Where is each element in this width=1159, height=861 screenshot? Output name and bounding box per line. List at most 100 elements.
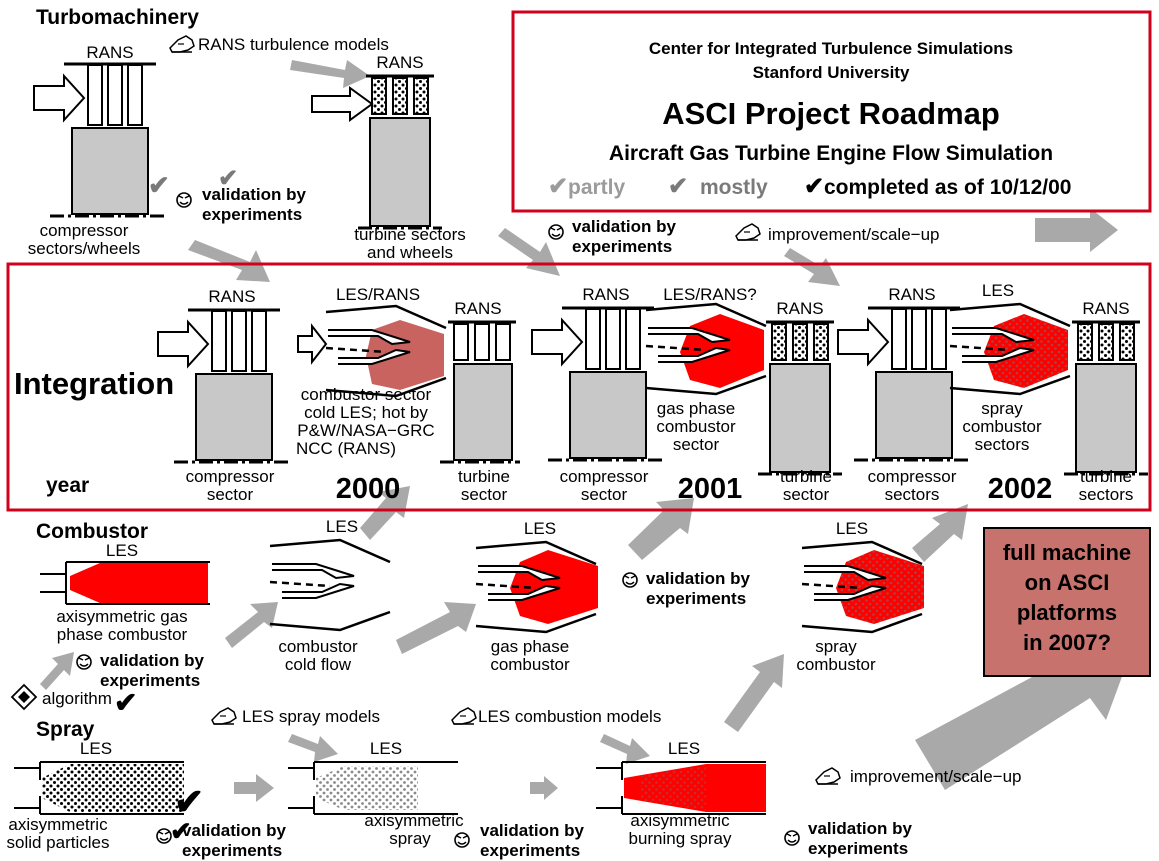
experiment-face-icon (784, 830, 800, 846)
turbine-label: turbine (1080, 467, 1132, 486)
validation-text: experiments (808, 839, 908, 858)
roadmap-title: ASCI Project Roadmap (662, 96, 1000, 131)
full-machine-text: on ASCI (1025, 570, 1110, 595)
rans-label: RANS (376, 53, 423, 72)
turbine-sector-2002 (1062, 320, 1150, 476)
check-mark-icon: ✔ (804, 173, 824, 200)
validation-text: validation by (182, 821, 286, 840)
experiment-face-icon (548, 224, 564, 240)
combustor-note: combustor (962, 417, 1042, 436)
improvement-label: improvement/scale−up (768, 225, 940, 244)
axisymmetric-spray-label: axisymmetric (364, 811, 464, 830)
validation-text: experiments (646, 589, 746, 608)
compressor-sector-2002 (836, 306, 970, 462)
validation-text: validation by (100, 651, 204, 670)
arrow-improvement-to-2002 (784, 248, 840, 286)
axisymmetric-label: axisymmetric gas (56, 607, 187, 626)
turbine-label: sectors (1079, 485, 1134, 504)
compressor-label: sectors (885, 485, 940, 504)
check-mark-icon: ✔ (174, 781, 204, 822)
check-mark-icon: ✔ (170, 816, 192, 846)
combustor-note: combustor (656, 417, 736, 436)
compressor-label: compressor (868, 467, 957, 486)
arrow-burn-to-spray (724, 654, 784, 732)
burning-spray-label: burning spray (628, 829, 732, 848)
year-2002: 2002 (988, 473, 1053, 505)
axisymmetric-spray-label: spray (389, 829, 431, 848)
turbine-label: turbine (780, 467, 832, 486)
spray-section: Spray LES ✔ axisymmetric solid particles… (7, 707, 1022, 860)
turbine-wheels-drawing (356, 74, 444, 230)
compressor-sector-2001 (530, 306, 664, 462)
rans-label: RANS (454, 299, 501, 318)
writing-hand-icon (169, 35, 195, 53)
axisymmetric-spray-fill (316, 766, 418, 810)
experiment-face-icon (454, 832, 470, 848)
university-name: Stanford University (753, 63, 910, 82)
validation-text: validation by (646, 569, 750, 588)
solid-particles-label: axisymmetric (8, 815, 108, 834)
validation-text: experiments (182, 841, 282, 860)
validation-text: validation by (808, 819, 912, 838)
turbine-label: sector (783, 485, 830, 504)
les-label: LES (80, 739, 112, 758)
check-mark-icon: ✔ (548, 173, 568, 200)
roadmap-subtitle: Aircraft Gas Turbine Engine Flow Simulat… (609, 142, 1053, 165)
axisymmetric-flame (70, 563, 208, 603)
spray-combustor-label: spray (815, 637, 857, 656)
combustor-note: NCC (RANS) (296, 439, 396, 458)
les-label: LES (106, 541, 138, 560)
validation-text: validation by (572, 217, 676, 236)
turbine-label: and wheels (367, 243, 453, 262)
arrow-right-scaleup (1035, 208, 1118, 252)
arrow-cold-to-2000 (360, 486, 410, 540)
arrow-combustion-models (600, 734, 650, 764)
les-label: LES (326, 517, 358, 536)
improvement-label: improvement/scale−up (850, 767, 1022, 786)
writing-hand-icon (815, 767, 841, 785)
turbine-label: turbine sectors (354, 225, 466, 244)
check-mark-icon: ✔ (114, 687, 137, 718)
axisymmetric-label: phase combustor (57, 625, 188, 644)
turbomachinery-heading: Turbomachinery (36, 6, 199, 29)
validation-text: experiments (480, 841, 580, 860)
check-mark-icon: ✔ (218, 165, 238, 192)
inlet-arrow (297, 323, 328, 365)
les-label: LES (370, 739, 402, 758)
combustor-note: spray (981, 399, 1023, 418)
full-machine-box: full machine on ASCI platforms in 2007? (983, 527, 1151, 677)
full-machine-text: platforms (1017, 600, 1117, 625)
turbine-label: turbine (458, 467, 510, 486)
rans-label: RANS (888, 285, 935, 304)
combustor-flame-2000 (366, 320, 444, 390)
arrow-axi-to-cold (225, 602, 278, 648)
validation-text: experiments (572, 237, 672, 256)
compressor-label: compressor (560, 467, 649, 486)
spray-combustor-label: combustor (796, 655, 876, 674)
les-spray-models-label: LES spray models (242, 707, 380, 726)
algorithm-label: algorithm (42, 689, 112, 708)
combustor-note: P&W/NASA−GRC (297, 421, 434, 440)
les-label: LES (668, 739, 700, 758)
experiment-face-icon (176, 192, 192, 208)
integration-section: Integration year RANS LES/RANS RANS comb… (6, 262, 1152, 512)
check-mark-icon: ✔ (148, 170, 170, 200)
arrow-gas-to-2001 (628, 498, 694, 560)
combustor-note: combustor sector (301, 385, 432, 404)
compressor-label: sectors/wheels (28, 239, 140, 258)
validation-text: validation by (202, 185, 306, 204)
experiment-face-icon (156, 828, 172, 844)
full-machine-text: full machine (1003, 540, 1131, 565)
legend-partly: partly (568, 176, 626, 199)
compressor-wheels-drawing (32, 62, 166, 218)
gas-phase-label: gas phase (491, 637, 569, 656)
combustor-note: sector (673, 435, 720, 454)
arrow-spray-models (288, 734, 338, 762)
turbomachinery-section: Turbomachinery RANS RANS turbulence mode… (28, 6, 940, 262)
burning-spray-label: axisymmetric (630, 811, 730, 830)
arrow-axi-to-burn (530, 776, 558, 800)
rans-models-label: RANS turbulence models (198, 35, 389, 54)
diamond-algorithm-icon (10, 683, 38, 711)
les-label: LES (524, 519, 556, 538)
solid-particles-fill (42, 764, 184, 812)
